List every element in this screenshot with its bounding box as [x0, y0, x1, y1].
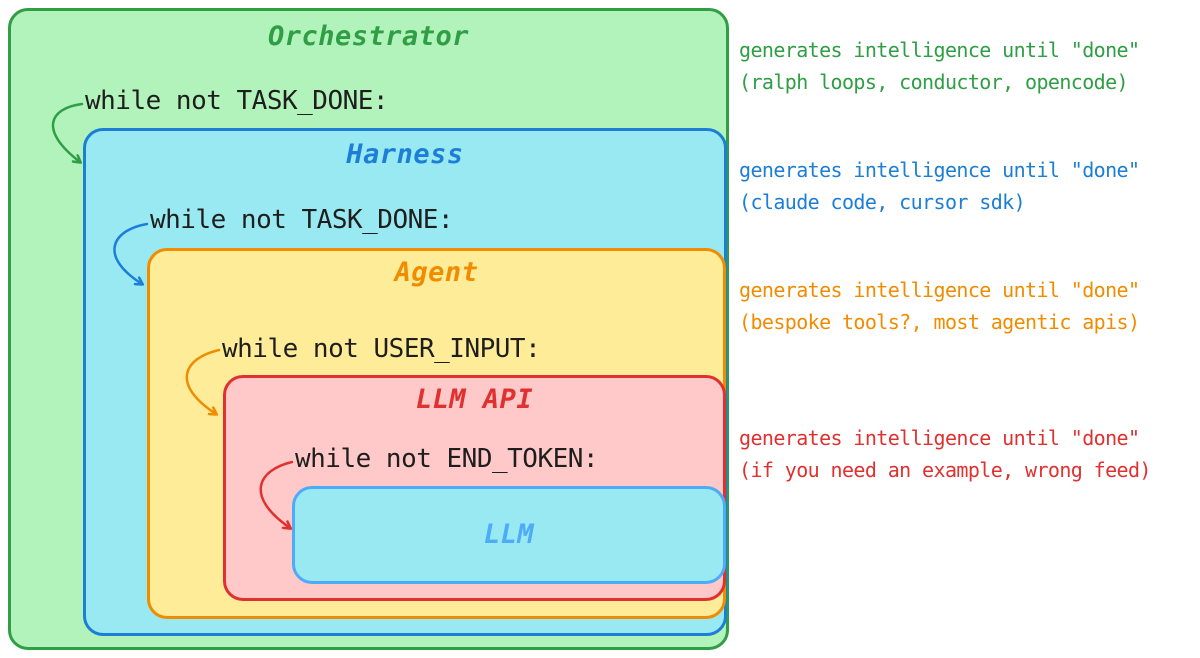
- harness-loop-label: while not TASK_DONE:: [150, 205, 454, 235]
- llm-api-loop-label: while not END_TOKEN:: [295, 444, 599, 474]
- harness-annotation-line2: (claude code, cursor sdk): [739, 190, 1026, 214]
- agent-loop-label: while not USER_INPUT:: [222, 334, 541, 364]
- harness-title: Harness: [346, 139, 464, 170]
- orchestrator-title: Orchestrator: [267, 21, 470, 52]
- orchestrator-annotation-line1: generates intelligence until "done": [739, 38, 1140, 62]
- orchestrator-loop-label: while not TASK_DONE:: [85, 86, 389, 116]
- llm-title: LLM: [483, 519, 535, 550]
- agent-annotation-line1: generates intelligence until "done": [739, 278, 1140, 302]
- llm-api-annotation-line1: generates intelligence until "done": [739, 426, 1140, 450]
- agent-annotation: generates intelligence until "done" (bes…: [739, 274, 1140, 338]
- agent-annotation-line2: (bespoke tools?, most agentic apis): [739, 310, 1140, 334]
- harness-annotation: generates intelligence until "done" (cla…: [739, 154, 1140, 218]
- llm-api-annotation-line2: (if you need an example, wrong feed): [739, 458, 1151, 482]
- llm-api-title: LLM API: [415, 384, 534, 415]
- harness-annotation-line1: generates intelligence until "done": [739, 158, 1140, 182]
- orchestrator-annotation: generates intelligence until "done" (ral…: [739, 34, 1140, 98]
- llm-box: LLM: [292, 486, 726, 584]
- orchestrator-annotation-line2: (ralph loops, conductor, opencode): [739, 70, 1129, 94]
- llm-api-annotation: generates intelligence until "done" (if …: [739, 422, 1151, 486]
- agent-title: Agent: [394, 257, 479, 288]
